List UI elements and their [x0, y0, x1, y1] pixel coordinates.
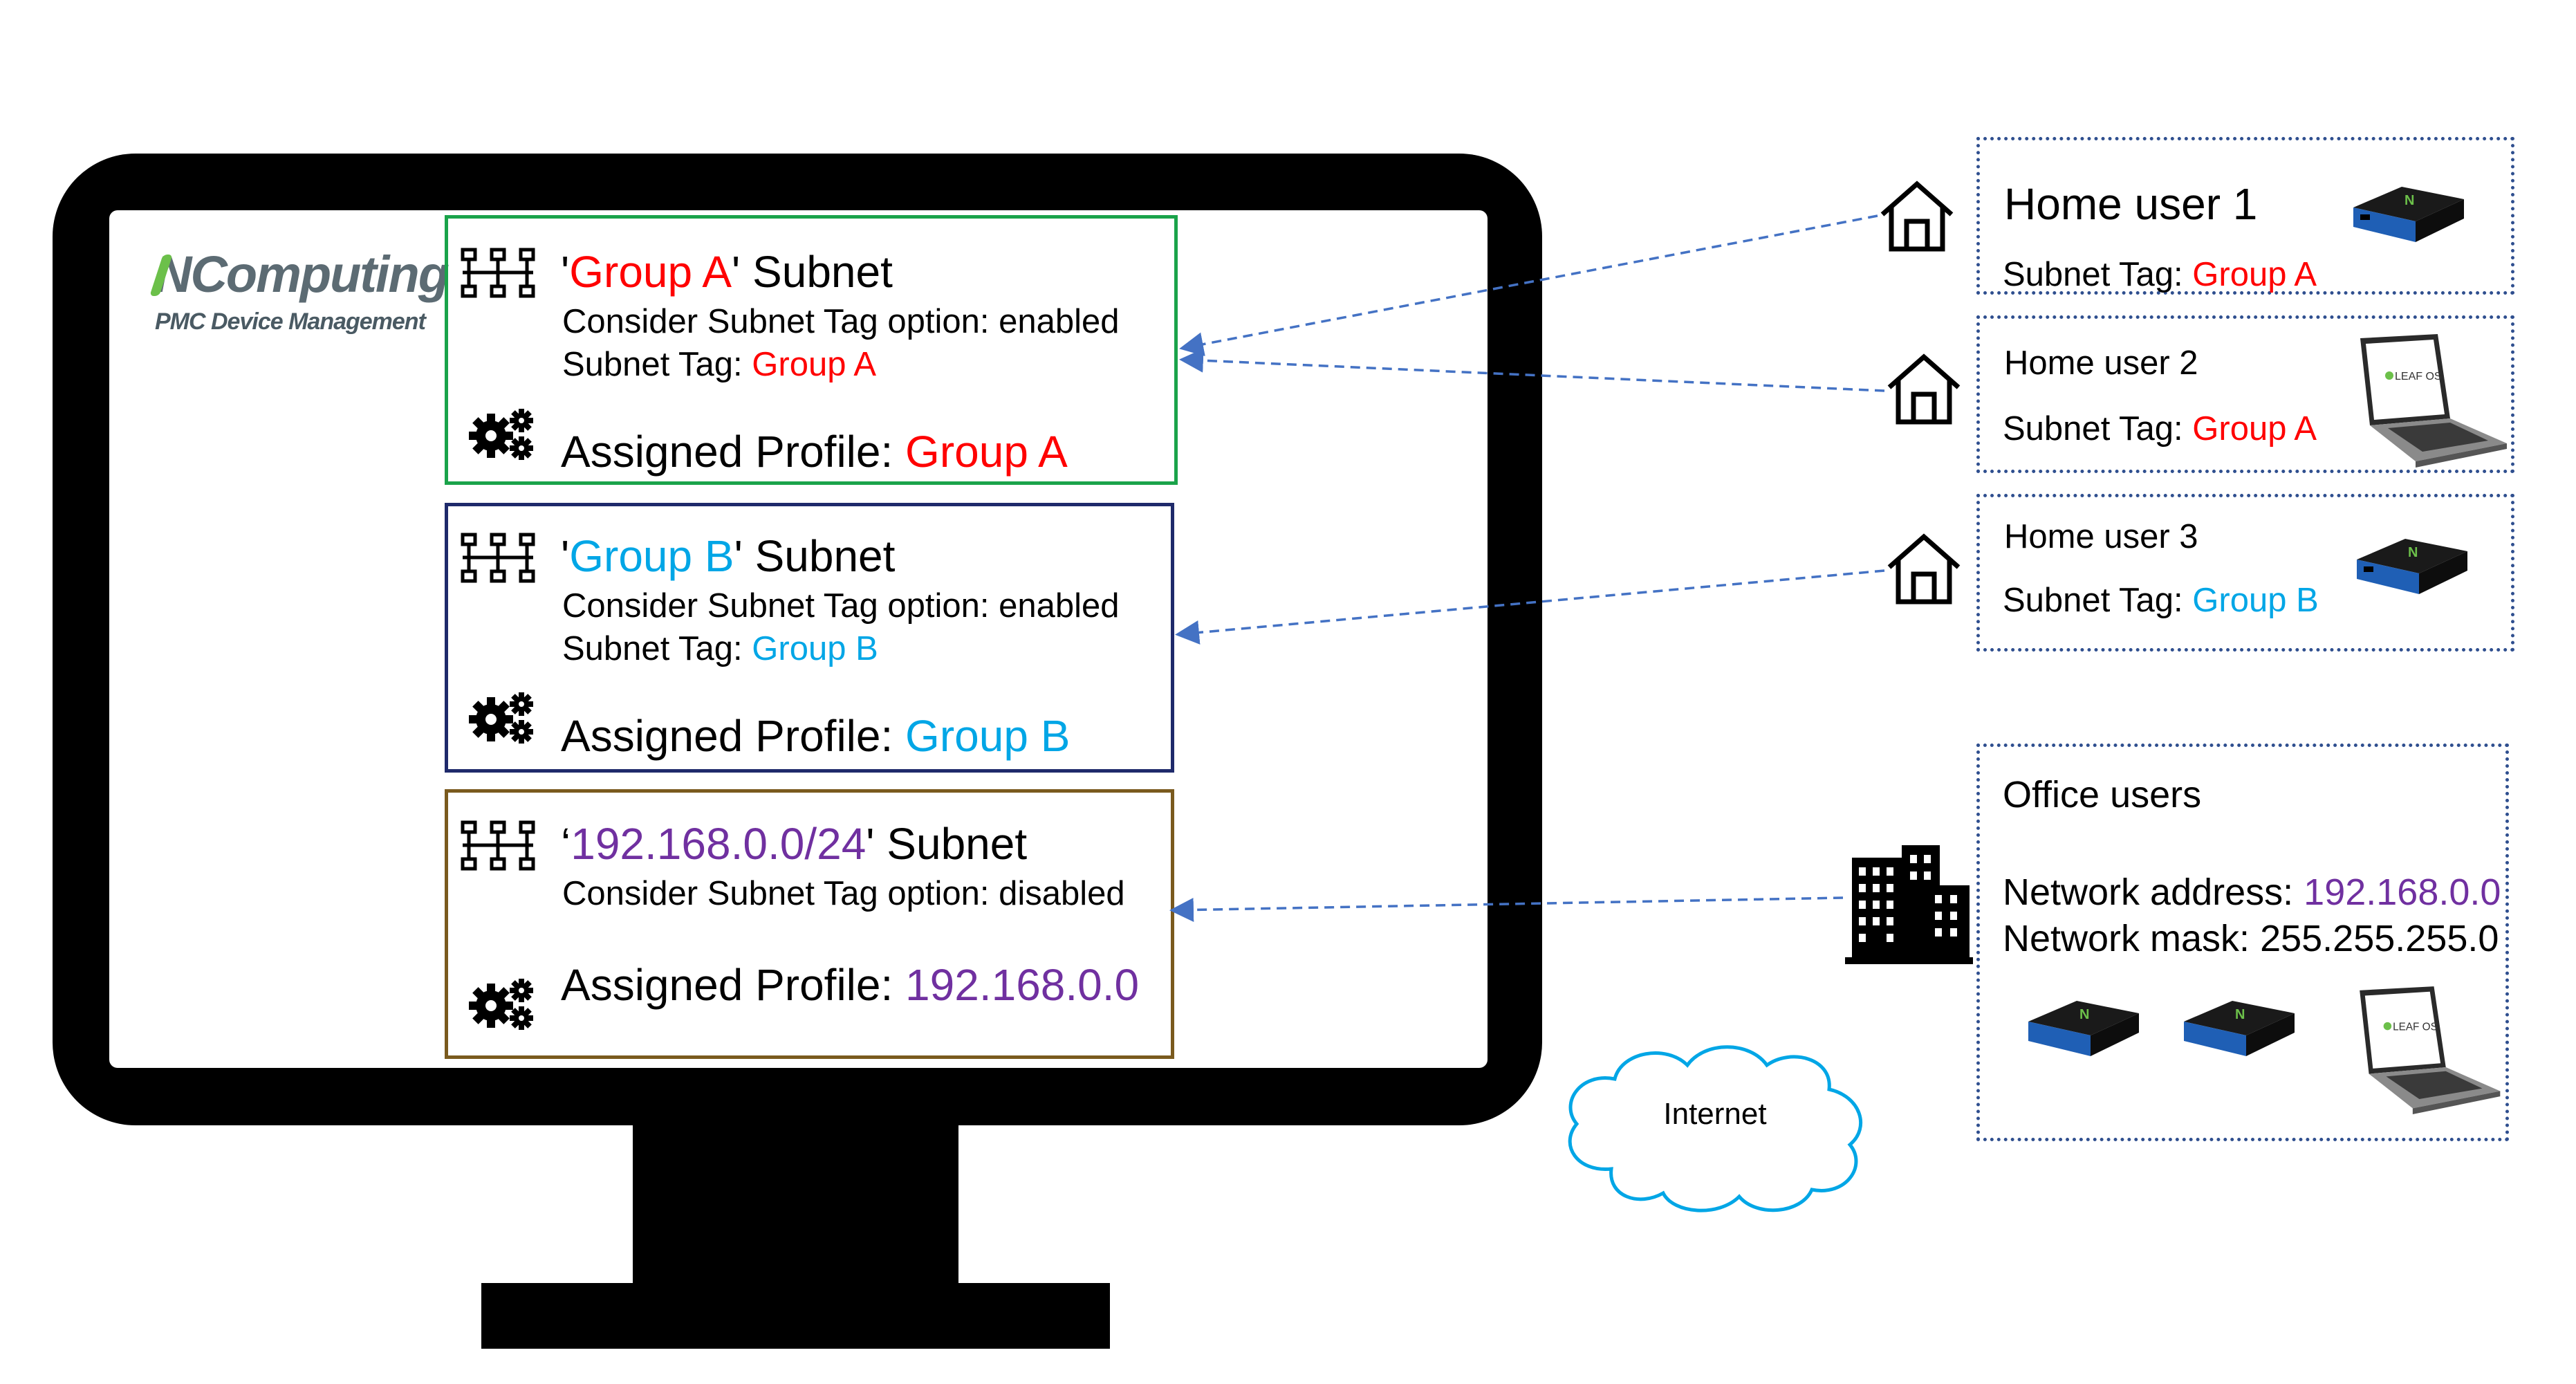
gears-icon — [469, 409, 533, 460]
home-user-tag: Subnet Tag: Group B — [2003, 582, 2319, 619]
home-user-box-1: Home user 1 Subnet Tag: Group A N — [1976, 137, 2514, 295]
assigned-profile: Assigned Profile: Group B — [561, 711, 1071, 761]
thin-client-device-icon: N — [2353, 187, 2464, 242]
arrow-home-user-1 — [1179, 214, 1878, 356]
thin-client-device-icon: N — [2028, 1001, 2139, 1056]
subnet-box-network: ‘192.168.0.0/24' Subnet Consider Subnet … — [445, 789, 1174, 1059]
subnet-box-group-a: 'Group A' Subnet Consider Subnet Tag opt… — [445, 215, 1178, 485]
subnet-option: Consider Subnet Tag option: disabled — [562, 875, 1125, 912]
house-icon — [1887, 533, 1961, 605]
home-user-box-2: Home user 2 Subnet Tag: Group A LEAF OS — [1976, 315, 2514, 473]
subnet-title: 'Group A' Subnet — [561, 247, 893, 297]
subnet-tag: Subnet Tag: Group A — [562, 346, 877, 383]
internet-label: Internet — [1663, 1097, 1766, 1131]
logo-product: PMC Device Management — [155, 308, 426, 335]
home-user-tag: Subnet Tag: Group A — [2003, 256, 2317, 293]
house-icon — [1887, 353, 1961, 425]
thin-client-device-icon: N — [2357, 539, 2467, 594]
subnet-option: Consider Subnet Tag option: enabled — [562, 303, 1120, 340]
assigned-profile: Assigned Profile: 192.168.0.0 — [561, 960, 1140, 1010]
home-user-title: Home user 1 — [2004, 179, 2258, 229]
laptop-brand-label: LEAF OS — [2395, 371, 2442, 382]
laptop-device-icon: LEAF OS — [2360, 334, 2507, 468]
subnet-box-group-b: 'Group B' Subnet Consider Subnet Tag opt… — [445, 503, 1174, 773]
home-user-title: Home user 3 — [2004, 518, 2198, 555]
home-user-title: Home user 2 — [2004, 344, 2198, 382]
network-icon — [461, 248, 535, 298]
home-user-tag: Subnet Tag: Group A — [2003, 410, 2317, 448]
assigned-profile: Assigned Profile: Group A — [561, 427, 1068, 477]
thin-client-device-icon: N — [2184, 1001, 2295, 1056]
office-title: Office users — [2003, 774, 2202, 815]
monitor-screen — [109, 210, 1488, 1068]
ncomputing-logo: NComputing PMC Device Management — [149, 249, 450, 339]
office-building-icon — [1845, 845, 1973, 964]
arrow-home-user-3 — [1175, 569, 1885, 645]
gears-icon — [469, 979, 533, 1030]
internet-cloud-icon: Internet — [1568, 1045, 1863, 1212]
svg-text:N: N — [2079, 1007, 2089, 1022]
logo-brand: NComputing — [155, 246, 450, 303]
laptop-device-icon: LEAF OS — [2360, 986, 2501, 1115]
svg-text:N: N — [2408, 545, 2418, 560]
office-users-box: Office users Network address: 192.168.0.… — [1976, 744, 2509, 1141]
arrow-home-user-2 — [1179, 348, 1885, 392]
home-user-box-3: Home user 3 Subnet Tag: Group B N — [1976, 494, 2514, 652]
subnet-title: 'Group B' Subnet — [561, 531, 896, 581]
subnet-title: ‘192.168.0.0/24' Subnet — [561, 819, 1028, 869]
svg-text:N: N — [2404, 193, 2414, 208]
network-address: Network address: 192.168.0.0 — [2003, 871, 2501, 913]
subnet-tag: Subnet Tag: Group B — [562, 630, 878, 667]
arrow-office-users — [1169, 896, 1844, 922]
subnet-option: Consider Subnet Tag option: enabled — [562, 587, 1120, 625]
svg-text:N: N — [2235, 1007, 2245, 1022]
monitor-base — [481, 1283, 1110, 1349]
network-icon — [461, 820, 535, 871]
network-icon — [461, 533, 535, 583]
network-mask: Network mask: 255.255.255.0 — [2003, 918, 2499, 959]
monitor-neck — [633, 1124, 958, 1284]
house-icon — [1880, 181, 1954, 252]
gears-icon — [469, 692, 533, 744]
laptop-brand-label: LEAF OS — [2393, 1021, 2438, 1033]
